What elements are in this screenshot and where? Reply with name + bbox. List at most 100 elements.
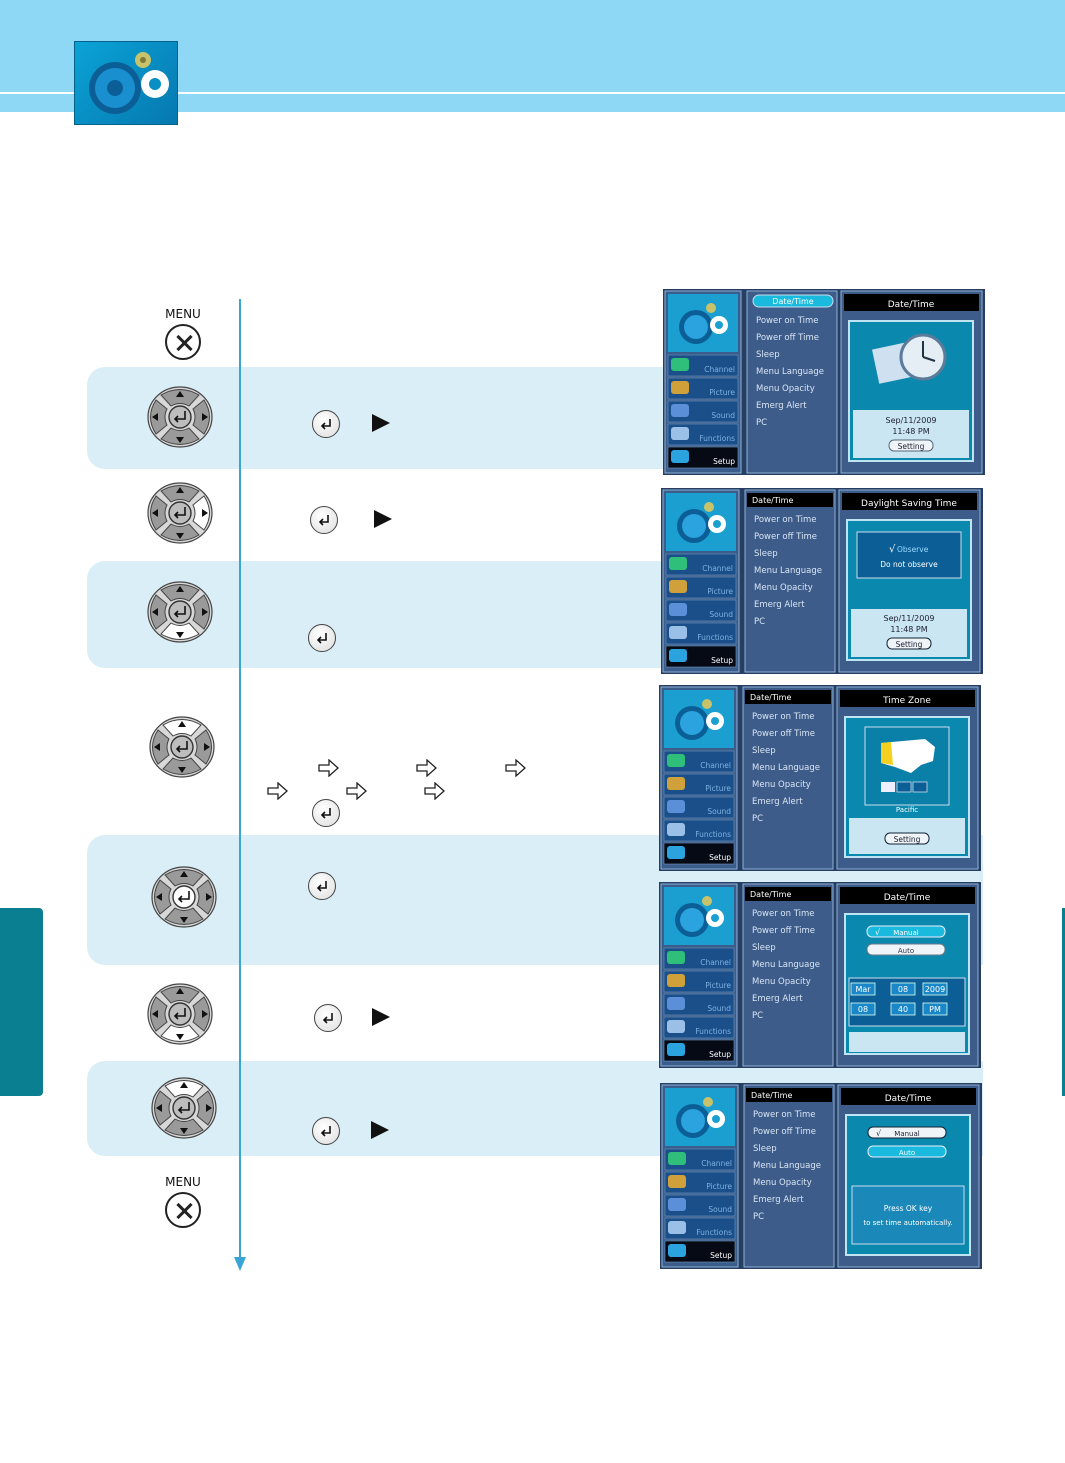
sidebar-item-label: Picture [705, 784, 731, 793]
menu-item: Emerg Alert [752, 994, 803, 1004]
play-arrow-icon [372, 1008, 390, 1026]
sidebar-item-label: Picture [706, 1182, 732, 1191]
menu-item-header: Date/Time [750, 890, 791, 899]
enter-key-icon [312, 1117, 340, 1145]
sidebar-item-label: Setup [711, 656, 733, 665]
sidebar-item-label: Functions [696, 1228, 732, 1237]
us-map-icon [881, 739, 935, 773]
setup-gear-icon [74, 41, 178, 125]
page-edge-mark [1062, 908, 1065, 1096]
menu-item: PC [754, 617, 765, 627]
menu-item: Menu Opacity [752, 780, 811, 790]
panel-title: Time Zone [882, 696, 931, 706]
menu-item-selected: Date/Time [772, 297, 813, 306]
sidebar-item-label: Sound [707, 807, 731, 816]
date-time-field: 08 [858, 1005, 868, 1014]
direction-pad-5 [151, 866, 217, 928]
option-manual: Manual [894, 1130, 919, 1138]
menu-item-header: Date/Time [752, 496, 793, 505]
chapter-tab [0, 908, 43, 1096]
direction-pad-1 [147, 386, 213, 448]
enter-key-icon [308, 624, 336, 652]
sidebar-item-label: Channel [702, 564, 733, 573]
play-arrow-icon [371, 1121, 389, 1139]
panel-title: Date/Time [888, 300, 935, 310]
sidebar-item-label: Setup [709, 1050, 731, 1059]
menu-item: Power off Time [753, 1127, 816, 1137]
setting-button: Setting [894, 835, 921, 844]
menu-item: PC [756, 418, 767, 428]
menu-item: Power off Time [752, 729, 815, 739]
direction-pad-2 [147, 482, 213, 544]
check-icon: √ [876, 1129, 882, 1138]
enter-key-icon [312, 799, 340, 827]
option-manual: Manual [893, 929, 918, 937]
menu-item-header: Date/Time [751, 1091, 792, 1100]
sidebar-item-label: Channel [701, 1159, 732, 1168]
time-zone-value: Pacific [896, 806, 918, 814]
sidebar-item-label: Channel [700, 761, 731, 770]
sidebar-item-label: Picture [707, 587, 733, 596]
time-value: 11:48 PM [892, 427, 929, 436]
menu-item: Power on Time [754, 515, 817, 525]
menu-item: Menu Opacity [752, 977, 811, 987]
menu-item: Menu Language [752, 960, 820, 970]
menu-key-bottom: MENU [158, 1175, 208, 1235]
enter-key-icon [310, 506, 338, 534]
option-observe: Observe [897, 545, 929, 554]
menu-item: PC [753, 1212, 764, 1222]
sidebar-item-label: Functions [695, 1027, 731, 1036]
next-arrow-icon [346, 781, 368, 801]
date-time-field: 40 [898, 1005, 908, 1014]
direction-pad-6 [147, 983, 213, 1045]
menu-item: Power off Time [756, 333, 819, 343]
play-arrow-icon [374, 510, 392, 528]
sidebar-item-label: Setup [709, 853, 731, 862]
panel-title: Date/Time [884, 893, 931, 903]
menu-item: Emerg Alert [753, 1195, 804, 1205]
setting-button: Setting [896, 640, 923, 649]
sidebar-item-label: Functions [697, 633, 733, 642]
option-auto: Auto [898, 947, 914, 955]
clock-calendar-icon [872, 333, 947, 384]
menu-item: Sleep [752, 943, 776, 953]
next-arrow-icon [416, 758, 438, 778]
menu-item: PC [752, 1011, 763, 1021]
sidebar-item-label: Functions [695, 830, 731, 839]
menu-item: Emerg Alert [754, 600, 805, 610]
sidebar-item-label: Channel [700, 958, 731, 967]
enter-key-icon [312, 410, 340, 438]
menu-item: Power off Time [752, 926, 815, 936]
menu-x-icon [165, 324, 201, 360]
sidebar-item-label: Picture [709, 388, 735, 397]
menu-item: Power on Time [752, 909, 815, 919]
sidebar-item-label: Picture [705, 981, 731, 990]
panel-title: Daylight Saving Time [861, 499, 957, 509]
menu-key-label: MENU [165, 1175, 201, 1189]
menu-item: Emerg Alert [756, 401, 807, 411]
date-time-field: Mar [855, 985, 871, 994]
setting-button: Setting [898, 442, 925, 451]
sidebar-item-label: Sound [708, 1205, 732, 1214]
menu-item: Menu Language [754, 566, 822, 576]
date-time-field: 2009 [925, 985, 945, 994]
date-time-field: 08 [898, 985, 908, 994]
date-time-field: PM [929, 1005, 941, 1014]
message-line-2: to set time automatically. [863, 1219, 952, 1227]
menu-item: Menu Language [752, 763, 820, 773]
next-arrow-icon [505, 758, 527, 778]
sidebar-item-label: Sound [707, 1004, 731, 1013]
menu-x-icon [165, 1192, 201, 1228]
enter-key-icon [308, 872, 336, 900]
next-arrow-icon [424, 781, 446, 801]
menu-item: Menu Language [756, 367, 824, 377]
menu-item: PC [752, 814, 763, 824]
menu-item: Sleep [754, 549, 778, 559]
menu-item: Menu Opacity [756, 384, 815, 394]
message-line-1: Press OK key [884, 1204, 933, 1213]
menu-item-header: Date/Time [750, 693, 791, 702]
sidebar-item-label: Setup [713, 457, 735, 466]
